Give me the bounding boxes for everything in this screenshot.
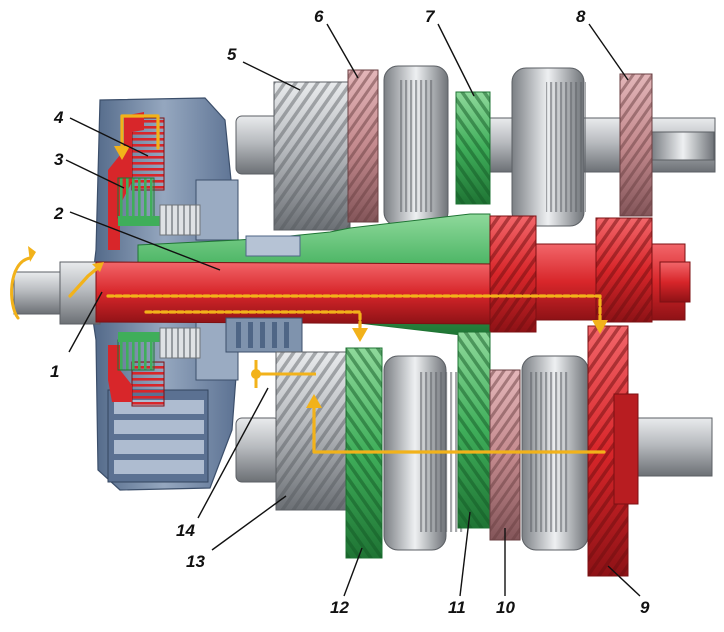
callout-labels: 1 2 3 4 5 6 7 8 9 10 11 12 13 14	[50, 7, 650, 617]
shift-fork	[251, 360, 316, 388]
label-2: 2	[53, 204, 64, 223]
leader-lines	[65, 23, 641, 597]
label-10: 10	[496, 598, 515, 617]
piston-springs	[159, 204, 201, 359]
label-6: 6	[314, 7, 324, 26]
label-4: 4	[53, 108, 64, 127]
gear-7	[455, 91, 491, 205]
gear-11	[457, 331, 491, 529]
label-14: 14	[176, 521, 195, 540]
shaft-bearing	[225, 235, 303, 353]
upper-synchronizer-2	[511, 67, 586, 227]
gear-5	[273, 81, 351, 231]
gear-8	[619, 73, 653, 217]
inner-clutch-pack	[117, 177, 160, 371]
gear-6	[347, 69, 379, 223]
label-8: 8	[576, 7, 586, 26]
gear-10	[489, 369, 521, 541]
upper-output-shaft	[235, 115, 716, 175]
power-flow-arrows	[10, 114, 606, 454]
label-9: 9	[640, 598, 650, 617]
label-7: 7	[425, 7, 436, 26]
fixed-gear-red-2	[595, 217, 653, 323]
label-12: 12	[330, 598, 349, 617]
upper-synchronizer-1	[383, 65, 449, 227]
input-shaft	[13, 261, 101, 325]
label-3: 3	[54, 150, 64, 169]
label-13: 13	[186, 552, 205, 571]
label-5: 5	[227, 45, 237, 64]
label-1: 1	[50, 362, 59, 381]
power-flow-arrowheads	[28, 146, 608, 408]
fixed-gear-red-1	[489, 215, 537, 333]
label-11: 11	[448, 598, 466, 617]
